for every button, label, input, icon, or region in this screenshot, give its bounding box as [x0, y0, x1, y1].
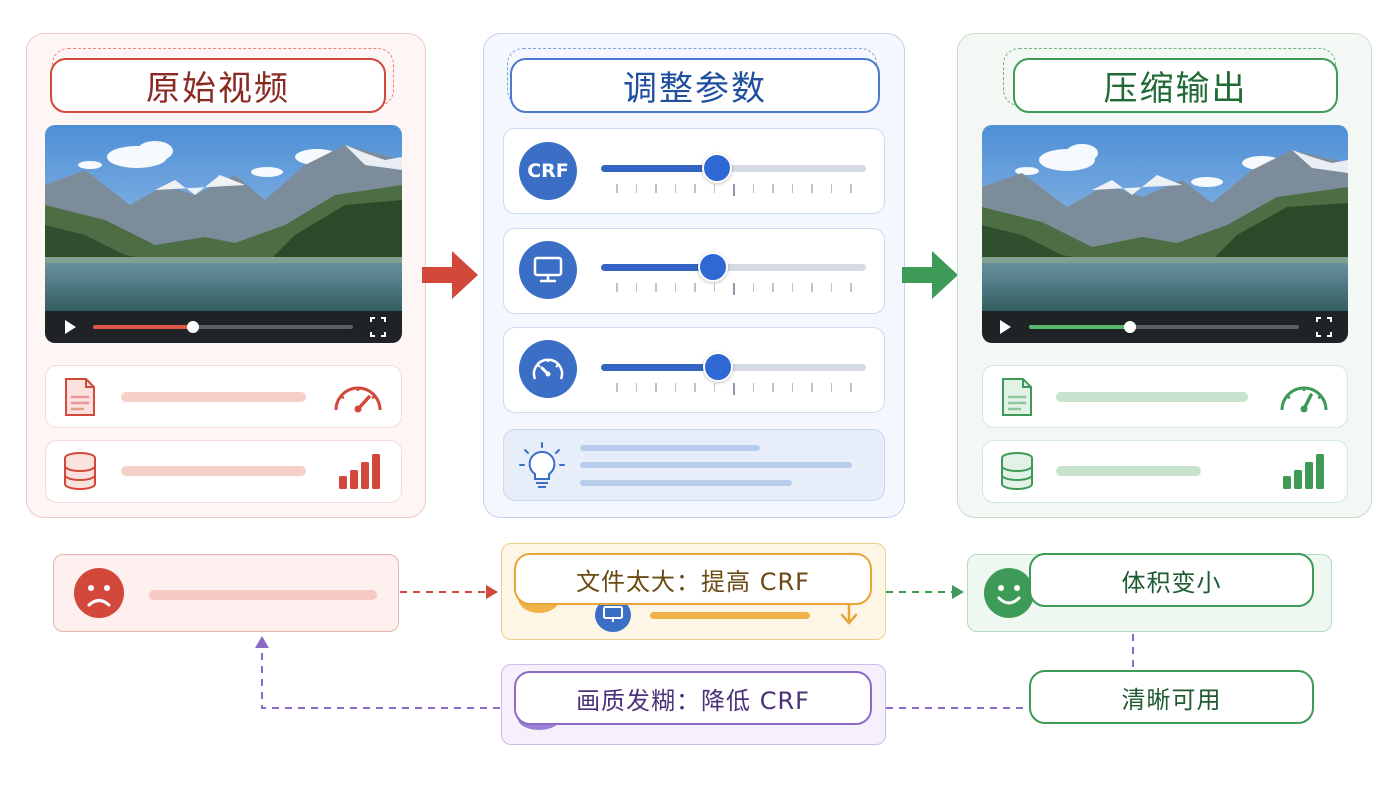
tip-line-1 — [580, 445, 760, 451]
orange-progress-bar — [650, 612, 810, 619]
sad-face-icon — [73, 567, 125, 623]
speed-slider-ticks — [616, 383, 852, 395]
original-storage-placeholder-bar — [121, 466, 306, 476]
crf-icon: CRF — [519, 142, 577, 200]
crf-slider-ticks — [616, 184, 852, 196]
file-icon — [62, 377, 98, 421]
gauge-icon — [1278, 376, 1330, 420]
database-icon — [62, 451, 98, 495]
crf-slider-track[interactable] — [601, 165, 866, 172]
file-icon — [999, 377, 1035, 421]
arrow-right-red-icon — [422, 249, 480, 305]
resolution-slider-fill — [601, 264, 714, 271]
smaller-label: 体积变小 — [1029, 553, 1314, 607]
speed-slider-track[interactable] — [601, 364, 866, 371]
resolution-slider-ticks — [616, 283, 852, 295]
params-title: 调整参数 — [510, 58, 880, 113]
database-icon — [999, 451, 1035, 495]
original-title: 原始视频 — [50, 58, 386, 113]
speedometer-icon — [519, 340, 577, 398]
speed-slider-knob[interactable] — [703, 352, 733, 382]
crf-slider-fill — [601, 165, 718, 172]
arrow-right-green-icon — [902, 249, 960, 305]
speed-slider-fill — [601, 364, 718, 371]
gauge-icon — [332, 376, 384, 420]
lightbulb-icon — [519, 441, 565, 495]
arrow-down-icon — [839, 602, 859, 630]
tip-line-2 — [580, 462, 852, 468]
tip-line-3 — [580, 480, 792, 486]
output-title: 压缩输出 — [1013, 58, 1338, 113]
resolution-slider-track[interactable] — [601, 264, 866, 271]
bar-chart-icon — [1281, 452, 1327, 494]
monitor-icon — [519, 241, 577, 299]
output-storage-placeholder-bar — [1056, 466, 1201, 476]
resolution-slider-knob[interactable] — [698, 252, 728, 282]
output-size-placeholder-bar — [1056, 392, 1248, 402]
blurry-label: 画质发糊：降低 CRF — [514, 671, 872, 725]
bar-chart-icon — [337, 452, 383, 494]
output-video-player[interactable] — [982, 125, 1348, 343]
too-large-label: 文件太大：提高 CRF — [514, 553, 872, 605]
original-video-player[interactable] — [45, 125, 402, 343]
crf-slider-knob[interactable] — [702, 153, 732, 183]
original-size-placeholder-bar — [121, 392, 306, 402]
happy-face-icon — [983, 567, 1035, 623]
problem-placeholder-bar — [149, 590, 377, 600]
clear-label: 清晰可用 — [1029, 670, 1314, 724]
